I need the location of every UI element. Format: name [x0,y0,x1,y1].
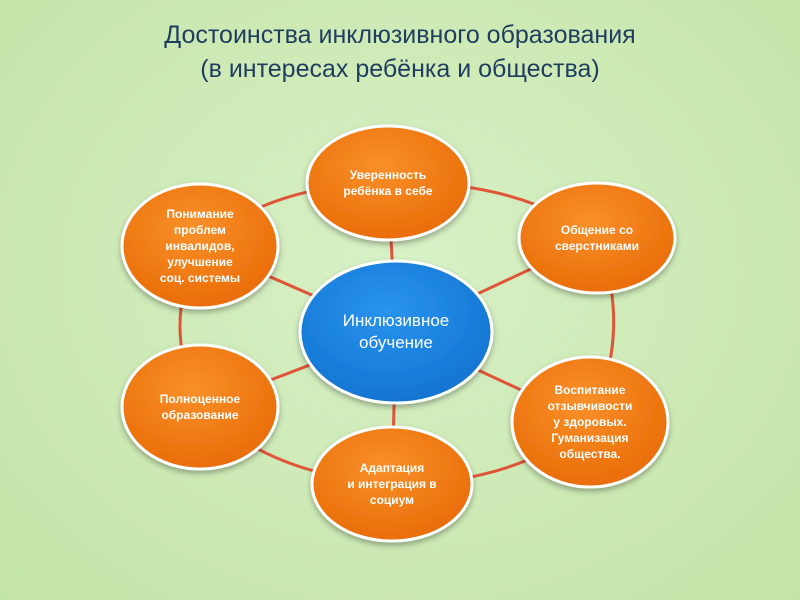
diagram-title: Достоинства инклюзивного образования (в … [0,18,800,86]
title-line-2: (в интересах ребёнка и общества) [200,55,600,83]
center-node[interactable] [298,259,494,405]
node-confidence[interactable] [305,124,471,242]
node-adaptation-integration[interactable] [310,425,474,543]
node-peer-communication[interactable] [517,181,677,295]
title-line-1: Достоинства инклюзивного образования [164,21,636,49]
node-empathy-humanization[interactable] [510,355,670,489]
outer-nodes [120,124,677,543]
node-understanding-disability[interactable] [120,182,280,310]
node-full-education[interactable] [120,343,280,471]
